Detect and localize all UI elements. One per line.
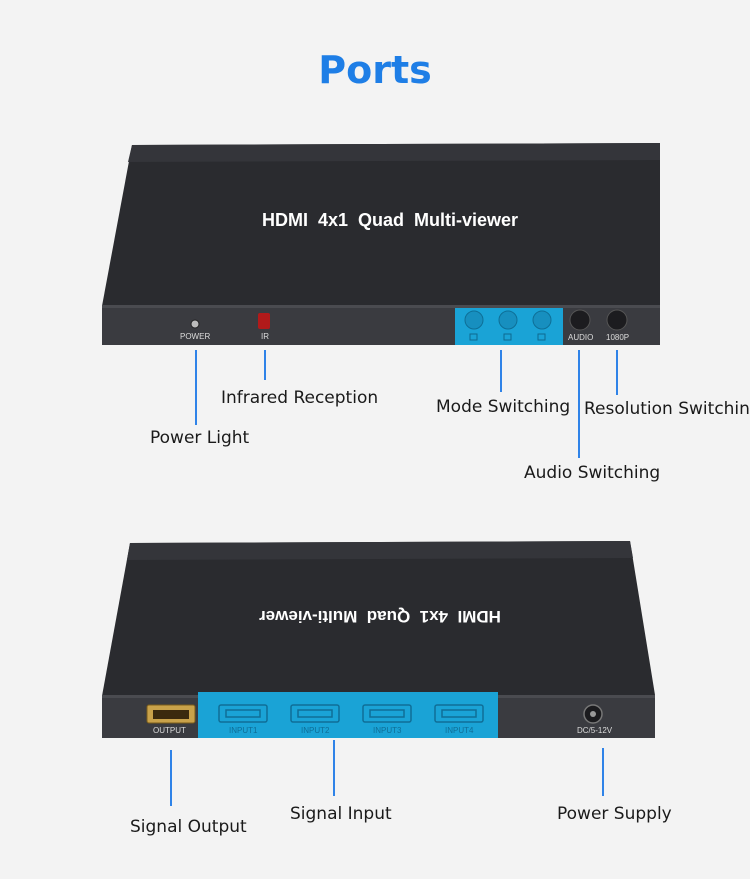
audio-line [578, 350, 580, 458]
input3-port-label: INPUT3 [373, 726, 402, 735]
signal-input-callout: Signal Input [290, 804, 392, 824]
mode-button-3 [532, 310, 552, 330]
ir-window [258, 313, 270, 329]
hdmi-input-ports [218, 704, 484, 723]
resolution-button [606, 309, 628, 331]
signal-input-highlight [198, 692, 498, 738]
resolution-switching-callout: Resolution Switching [584, 399, 750, 419]
audio-switching-callout: Audio Switching [524, 463, 661, 483]
power-light-callout: Power Light [150, 428, 250, 448]
top-device-label: HDMI 4x1 Quad Multi-viewer [261, 210, 519, 230]
mode-line [500, 350, 502, 392]
top-device-surface [102, 143, 660, 306]
audio-button [569, 309, 591, 331]
power-light-line [195, 350, 197, 425]
infrared-reception-callout: Infrared Reception [221, 388, 379, 408]
input1-port-label: INPUT1 [229, 726, 258, 735]
ir-port-label: IR [261, 332, 269, 341]
input2-port-label: INPUT2 [301, 726, 330, 735]
mode-button-1 [464, 310, 484, 330]
audio-port-label: AUDIO [568, 333, 594, 342]
mode-button-2 [498, 310, 518, 330]
input4-port-label: INPUT4 [445, 726, 474, 735]
infrared-line [264, 350, 266, 380]
resolution-line [616, 350, 618, 395]
mode-switching-callout: Mode Switching [436, 397, 571, 417]
page-title: Ports [318, 48, 432, 92]
dc-port-label: DC/5-12V [577, 726, 613, 735]
bottom-device-surface [102, 541, 655, 696]
signal-output-line [170, 750, 172, 806]
output-port-label: OUTPUT [153, 726, 186, 735]
bottom-device-label: HDMI 4x1 Quad Multi-viewer [259, 607, 501, 626]
power-supply-line [602, 748, 604, 796]
power-light-led [190, 319, 200, 329]
signal-input-line [333, 740, 335, 796]
signal-output-callout: Signal Output [130, 817, 247, 837]
resolution-port-label: 1080P [606, 333, 630, 342]
power-supply-callout: Power Supply [557, 804, 672, 824]
power-port-label: POWER [180, 332, 211, 341]
